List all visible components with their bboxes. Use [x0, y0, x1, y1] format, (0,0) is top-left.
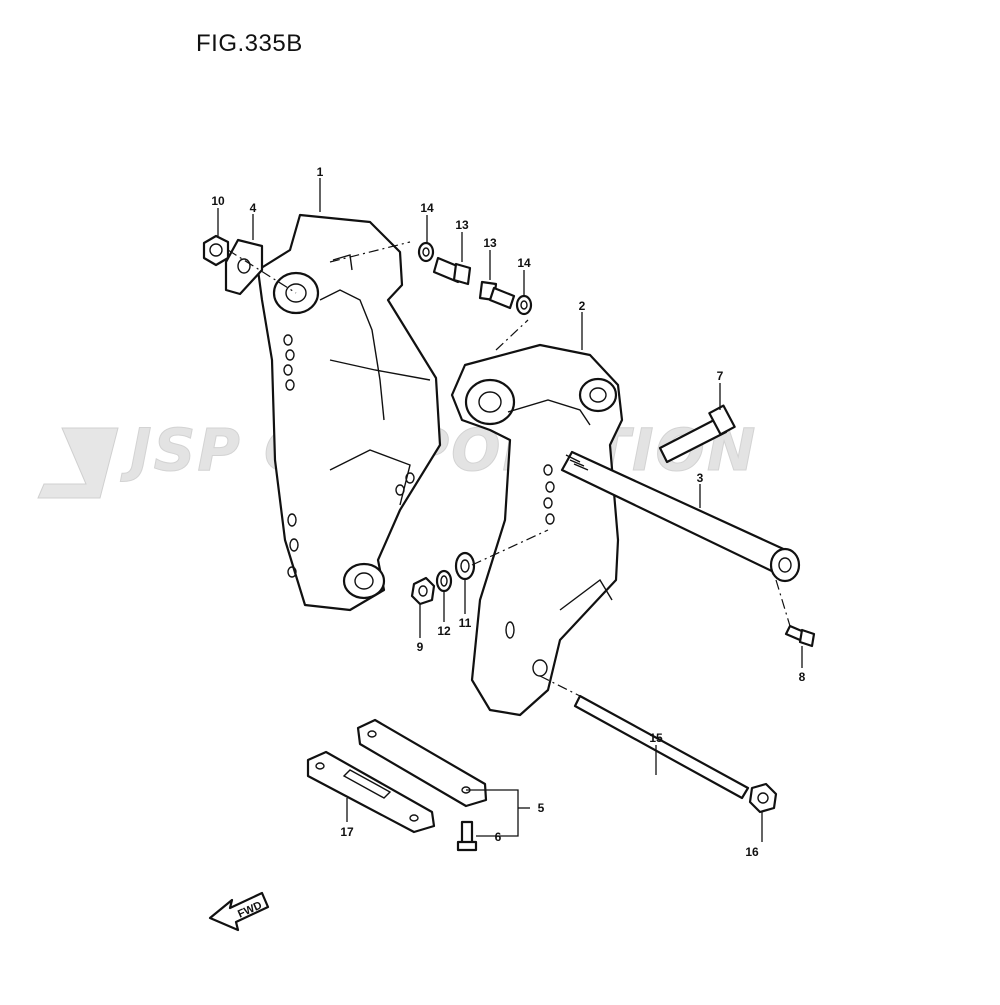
washer-12 — [435, 569, 453, 593]
callout-17: 17 — [340, 825, 354, 839]
callout-7: 7 — [717, 369, 724, 383]
plate-5 — [356, 718, 488, 808]
washer-11 — [454, 551, 476, 581]
callout-15: 15 — [649, 731, 663, 745]
nut-10 — [202, 234, 230, 267]
nut-16 — [748, 782, 778, 814]
tilt-tube — [560, 450, 801, 583]
callout-12: 12 — [437, 624, 451, 638]
nut-9 — [410, 576, 436, 606]
fwd-arrow: FWD — [208, 891, 270, 932]
washer-14-right — [515, 294, 533, 316]
bolt-7 — [658, 404, 736, 464]
callout-9: 9 — [417, 640, 424, 654]
callout-14-right: 14 — [517, 256, 531, 270]
callout-2: 2 — [579, 299, 586, 313]
callout-5: 5 — [538, 801, 545, 815]
callout-11: 11 — [459, 616, 472, 630]
callout-13-right: 13 — [483, 236, 497, 250]
callout-8: 8 — [799, 670, 806, 684]
callout-10: 10 — [211, 194, 225, 208]
callout-4: 4 — [250, 201, 257, 215]
figure-title: FIG.335B — [196, 30, 303, 57]
callout-1: 1 — [317, 165, 324, 179]
callout-3: 3 — [697, 471, 704, 485]
clamp-bracket-right — [450, 343, 624, 717]
callout-13-left: 13 — [455, 218, 469, 232]
plate-4 — [224, 238, 264, 296]
bolt-13-right — [478, 280, 516, 310]
bolt-15 — [573, 694, 750, 800]
callout-labels: 1 2 3 4 5 6 7 8 9 10 11 12 13 13 14 14 1… — [211, 165, 805, 859]
callout-6: 6 — [495, 830, 502, 844]
watermark-logo — [37, 427, 119, 499]
leader-lines — [217, 178, 803, 842]
plate-17 — [306, 750, 436, 834]
callout-16: 16 — [745, 845, 759, 859]
clamp-bracket-left — [256, 213, 442, 612]
washer-14-left — [417, 241, 435, 263]
assembly-lines — [227, 241, 791, 697]
bolt-8 — [784, 624, 816, 648]
callout-14-left: 14 — [420, 201, 434, 215]
bolt-13-left — [432, 256, 472, 286]
screw-6 — [456, 820, 478, 852]
